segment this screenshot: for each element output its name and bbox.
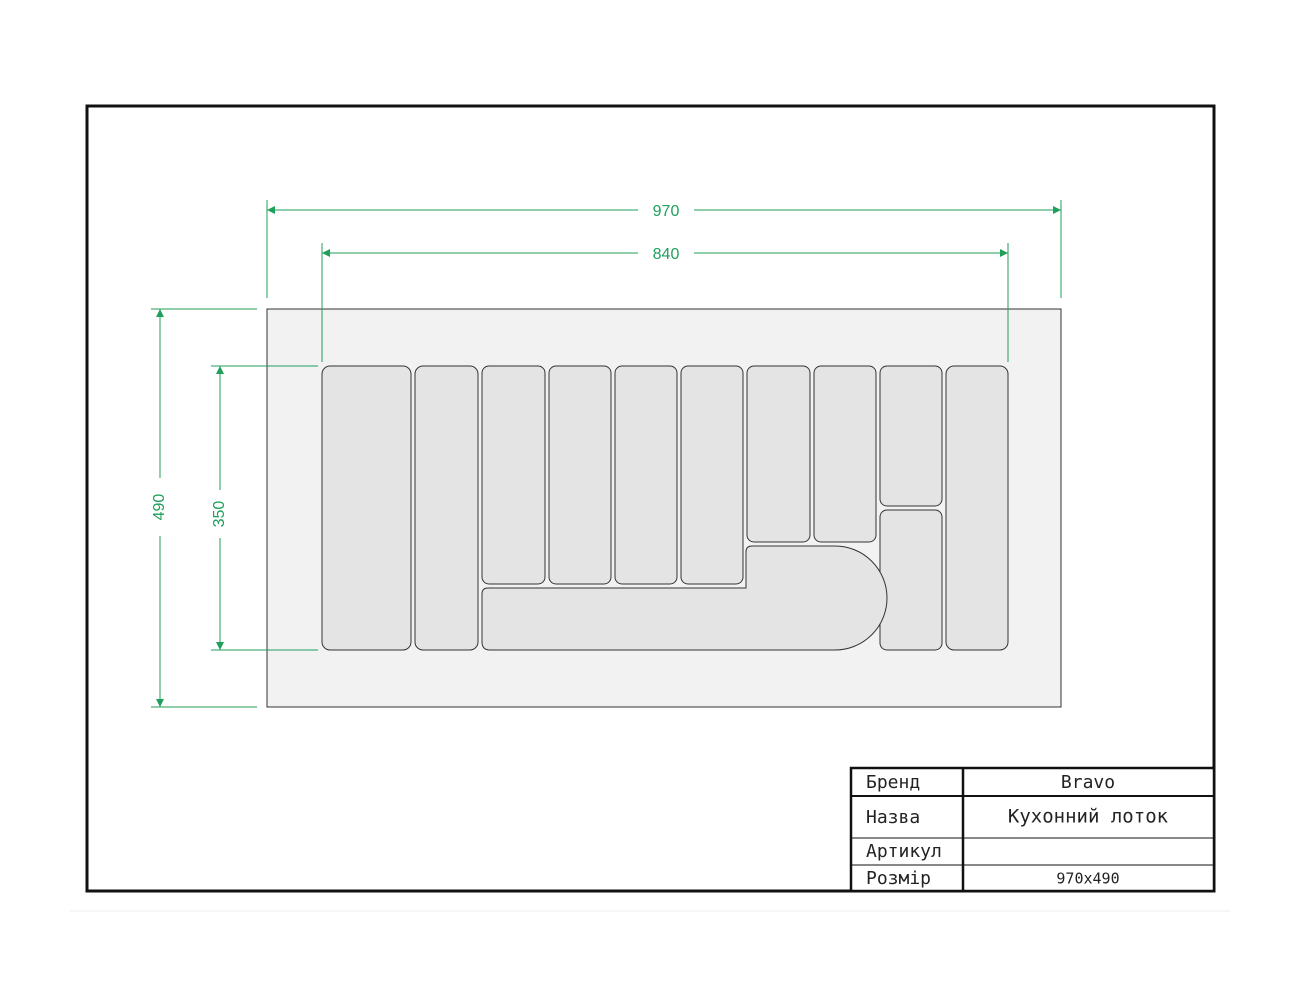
dimension-inner-depth: 350	[211, 365, 318, 651]
size-label: Розмір	[866, 868, 931, 889]
compartment	[414, 365, 479, 651]
compartment	[813, 365, 877, 543]
compartment-l-shaped	[481, 545, 888, 651]
compartment	[680, 365, 744, 585]
compartment	[614, 365, 678, 585]
compartment	[879, 365, 943, 507]
name-value: Кухонний лоток	[1008, 806, 1169, 828]
title-block-frame	[849, 766, 1216, 893]
compartment	[321, 365, 412, 651]
inner-depth-label: 350	[211, 501, 228, 528]
inner-width-label: 840	[653, 246, 680, 263]
name-label: Назва	[866, 807, 920, 828]
brand-label: Бренд	[866, 772, 920, 793]
dimension-inner-width: 840	[321, 243, 1009, 362]
compartments	[321, 365, 1009, 651]
brand-value: Bravo	[1061, 772, 1115, 793]
compartment	[481, 365, 546, 585]
article-label: Артикул	[866, 841, 942, 862]
title-block: Бренд Bravo Назва Кухонний лоток Артикул…	[849, 766, 1216, 893]
size-value: 970x490	[1056, 870, 1119, 888]
compartment	[746, 365, 811, 543]
compartment	[945, 365, 1009, 651]
dimension-outer-depth: 490	[151, 308, 257, 708]
compartment	[548, 365, 612, 585]
dimension-outer-width: 970	[266, 200, 1062, 298]
drawing-frame	[85, 104, 1216, 893]
outer-depth-label: 490	[151, 494, 168, 521]
outer-width-label: 970	[653, 203, 680, 220]
compartment	[879, 509, 943, 651]
